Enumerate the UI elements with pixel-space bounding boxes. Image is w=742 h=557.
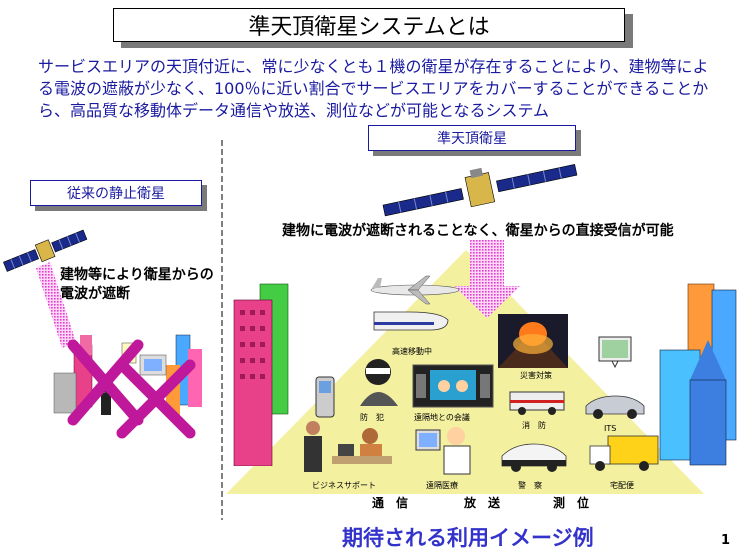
geostationary-satellite-icon xyxy=(3,229,88,272)
disaster-volcano-image xyxy=(498,314,568,368)
delivery-truck-icon xyxy=(589,435,659,471)
police-car-icon xyxy=(501,443,567,472)
fire-truck-icon xyxy=(509,391,565,415)
blocked-caption: 建物等により衛星からの電波が遮断 xyxy=(60,267,214,302)
blocked-signal-arrow xyxy=(36,262,76,348)
use-case-label-remote-conference: 遠隔地との会議 xyxy=(414,413,470,422)
use-case-label-telemedicine: 遠隔医療 xyxy=(426,481,458,490)
qzs-satellite-label: 準天頂衛星 xyxy=(368,125,576,151)
use-case-label-its: ITS xyxy=(604,424,617,433)
business-support-desk-icon xyxy=(332,428,392,464)
category-positioning: 測 位 xyxy=(553,496,590,510)
left-city-illustration xyxy=(53,334,202,439)
its-car-icon xyxy=(585,395,645,419)
page-title: 準天頂衛星システムとは xyxy=(113,8,625,42)
bullet-train-icon xyxy=(373,311,449,331)
category-communication: 通 信 xyxy=(372,496,409,510)
divider-line xyxy=(221,140,223,520)
qzs-satellite-icon xyxy=(382,164,578,217)
use-case-label-business-support: ビジネスサポート xyxy=(312,481,376,490)
use-case-label-high-speed: 高速移動中 xyxy=(392,347,432,356)
use-case-label-crime-prevention: 防 犯 xyxy=(360,413,384,422)
signal-down-arrow xyxy=(454,240,520,318)
mobile-phone-icon xyxy=(315,376,335,418)
direct-reception-caption: 建物に電波が遮断されることなく、衛星からの直接受信が可能 xyxy=(282,223,674,239)
conventional-satellite-label: 従来の静止衛星 xyxy=(30,180,202,206)
category-broadcasting: 放 送 xyxy=(464,496,501,510)
telemedicine-icon xyxy=(415,427,471,475)
navigation-screen-icon xyxy=(598,336,632,368)
use-case-label-firefighting: 消 防 xyxy=(522,421,546,430)
expected-use-title: 期待される利用イメージ例 xyxy=(342,526,594,550)
description-text: サービスエリアの天頂付近に、常に少なくとも１機の衛星が存在することにより、建物等… xyxy=(38,57,709,120)
burglar-icon xyxy=(360,359,398,406)
use-case-label-disaster: 災害対策 xyxy=(520,371,552,380)
use-case-label-delivery: 宅配便 xyxy=(610,481,634,490)
right-skyscraper-icon xyxy=(659,283,737,466)
use-case-label-police: 警 察 xyxy=(518,481,542,490)
page-number: 1 xyxy=(720,533,730,548)
business-person-icon xyxy=(304,421,322,472)
left-skyscraper-icon xyxy=(233,283,289,466)
video-conference-icon xyxy=(412,364,494,408)
airplane-icon xyxy=(370,275,460,305)
